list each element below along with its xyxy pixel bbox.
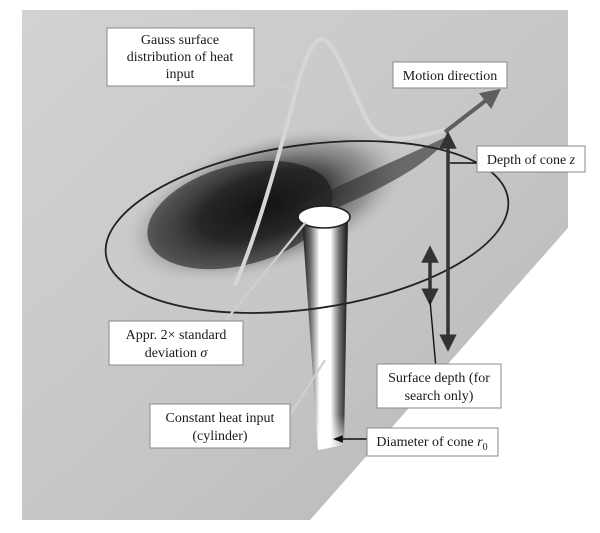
svg-text:input: input bbox=[166, 67, 195, 82]
surface-depth-label: Surface depth (for search only) bbox=[376, 363, 502, 409]
standard-deviation-ellipse bbox=[297, 205, 351, 229]
svg-text:Appr. 2× standard: Appr. 2× standard bbox=[126, 328, 227, 343]
svg-text:Motion direction: Motion direction bbox=[403, 69, 498, 84]
constant-heat-label: Constant heat input (cylinder) bbox=[149, 403, 291, 449]
std-dev-leader bbox=[225, 221, 307, 321]
svg-text:Diameter of cone r0: Diameter of cone r0 bbox=[376, 435, 487, 453]
motion-direction-arrow bbox=[443, 88, 501, 134]
gauss-curve bbox=[233, 37, 446, 286]
svg-text:Surface depth (for: Surface depth (for bbox=[388, 371, 490, 386]
cone-boundary-ellipse bbox=[104, 140, 510, 314]
svg-text:deviation σ: deviation σ bbox=[145, 346, 209, 361]
diameter-of-cone-label: Diameter of cone r0 bbox=[366, 427, 499, 457]
svg-text:search only): search only) bbox=[405, 389, 474, 404]
gauss-label: Gauss surface distribution of heat input bbox=[106, 27, 255, 87]
svg-text:distribution of heat: distribution of heat bbox=[127, 50, 234, 65]
svg-text:(cylinder): (cylinder) bbox=[192, 429, 248, 444]
svg-text:Depth of cone z: Depth of cone z bbox=[487, 153, 576, 168]
svg-text:Gauss surface: Gauss surface bbox=[141, 33, 219, 48]
motion-direction-label: Motion direction bbox=[392, 61, 508, 89]
depth-of-cone-label: Depth of cone z bbox=[476, 145, 586, 173]
gauss-leader bbox=[252, 71, 296, 93]
constant-heat-leader bbox=[289, 359, 326, 416]
heat-cylinder-fade bbox=[302, 218, 348, 450]
svg-text:Constant heat input: Constant heat input bbox=[166, 411, 275, 426]
std-dev-label: Appr. 2× standard deviation σ bbox=[108, 320, 244, 366]
